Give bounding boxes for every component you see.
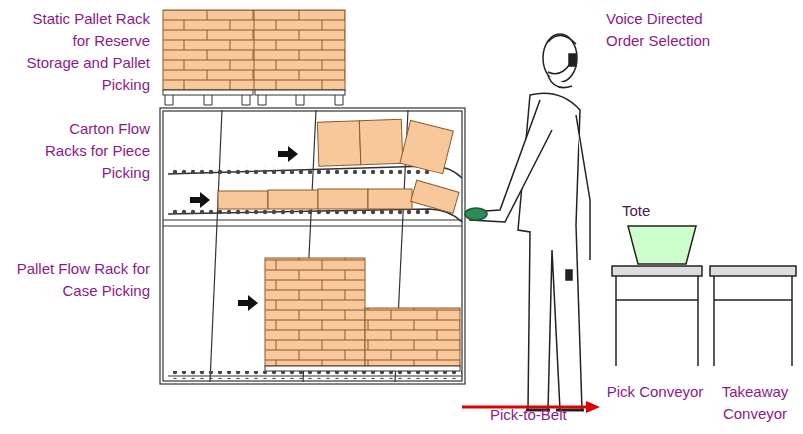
conveyors — [612, 226, 796, 366]
label-text: Pallet Flow Rack for Case Picking — [15, 258, 150, 302]
label-text: Takeaway Conveyor — [712, 381, 798, 425]
label-text: Voice Directed Order Selection — [606, 8, 726, 52]
order-picker — [465, 34, 590, 410]
label-text: Tote — [622, 200, 682, 222]
pallet-flow-lane — [168, 258, 462, 379]
arrow-head — [586, 401, 600, 413]
label-text: Carton Flow Racks for Piece Picking — [35, 118, 150, 184]
label-text: Pick-to-Belt — [490, 404, 600, 426]
carton-flow-lane — [168, 180, 462, 222]
carton-flow-lane — [168, 119, 462, 178]
label-text: Pick Conveyor — [605, 381, 705, 403]
flow-rack-frame — [160, 108, 465, 384]
reserve-pallet-load — [163, 10, 345, 105]
label-text: Static Pallet Rack for Reserve Storage a… — [20, 8, 150, 96]
